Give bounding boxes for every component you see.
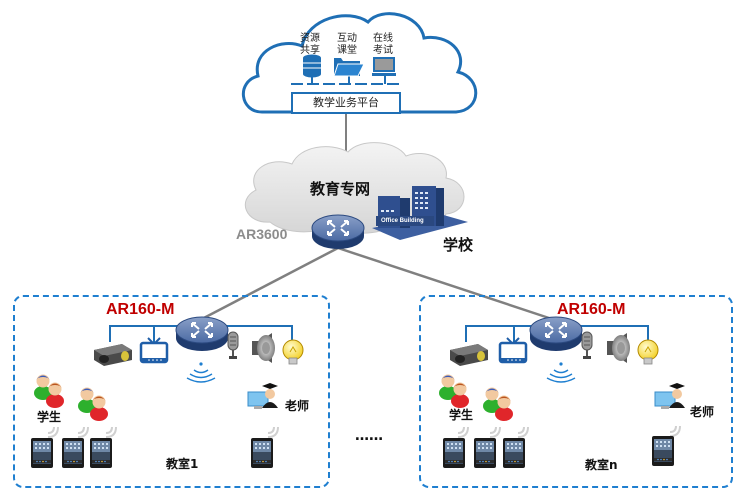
service-label-line1: 互动 <box>337 33 357 44</box>
more-classrooms-ellipsis: …… <box>355 428 383 444</box>
classroom-1-teacher-label: 老师 <box>285 399 310 413</box>
service-label-line1: 在线 <box>373 33 393 44</box>
teaching-platform-box: 教学业务平台 <box>291 92 401 114</box>
classroom-n-students-label: 学生 <box>449 408 474 422</box>
computer-icon <box>372 57 396 76</box>
classroom-1-router-label: AR160-M <box>106 301 175 318</box>
school-label: 学校 <box>443 236 474 254</box>
classroom-n-drawing <box>439 316 686 468</box>
office-building-icon <box>372 186 468 240</box>
classroom-1-drawing <box>31 316 304 468</box>
service-label-line2: 共享 <box>300 45 320 56</box>
classroom-n-teacher-label: 老师 <box>690 405 715 419</box>
database-icon <box>303 54 321 78</box>
classroom-n-box <box>419 295 733 488</box>
classroom-1-name: 教室1 <box>166 457 199 471</box>
service-online-exam: 在线 考试 <box>373 33 393 57</box>
service-label-line1: 资源 <box>300 33 320 44</box>
building-text: Office Building <box>381 218 424 224</box>
classroom-n-name: 教室n <box>585 458 618 472</box>
service-resource-sharing: 资源 共享 <box>300 33 320 57</box>
folder-icon <box>333 58 365 77</box>
classroom-n-router-label: AR160-M <box>557 301 626 318</box>
classroom-1-box <box>13 295 330 488</box>
service-label-line2: 课堂 <box>337 45 357 56</box>
service-interactive-class: 互动 课堂 <box>337 33 357 57</box>
classroom-1-students-label: 学生 <box>37 410 62 424</box>
service-label-line2: 考试 <box>373 45 393 56</box>
core-router-icon <box>311 214 365 250</box>
education-network-label: 教育专网 <box>310 180 371 198</box>
core-router-label: AR3600 <box>236 226 288 242</box>
